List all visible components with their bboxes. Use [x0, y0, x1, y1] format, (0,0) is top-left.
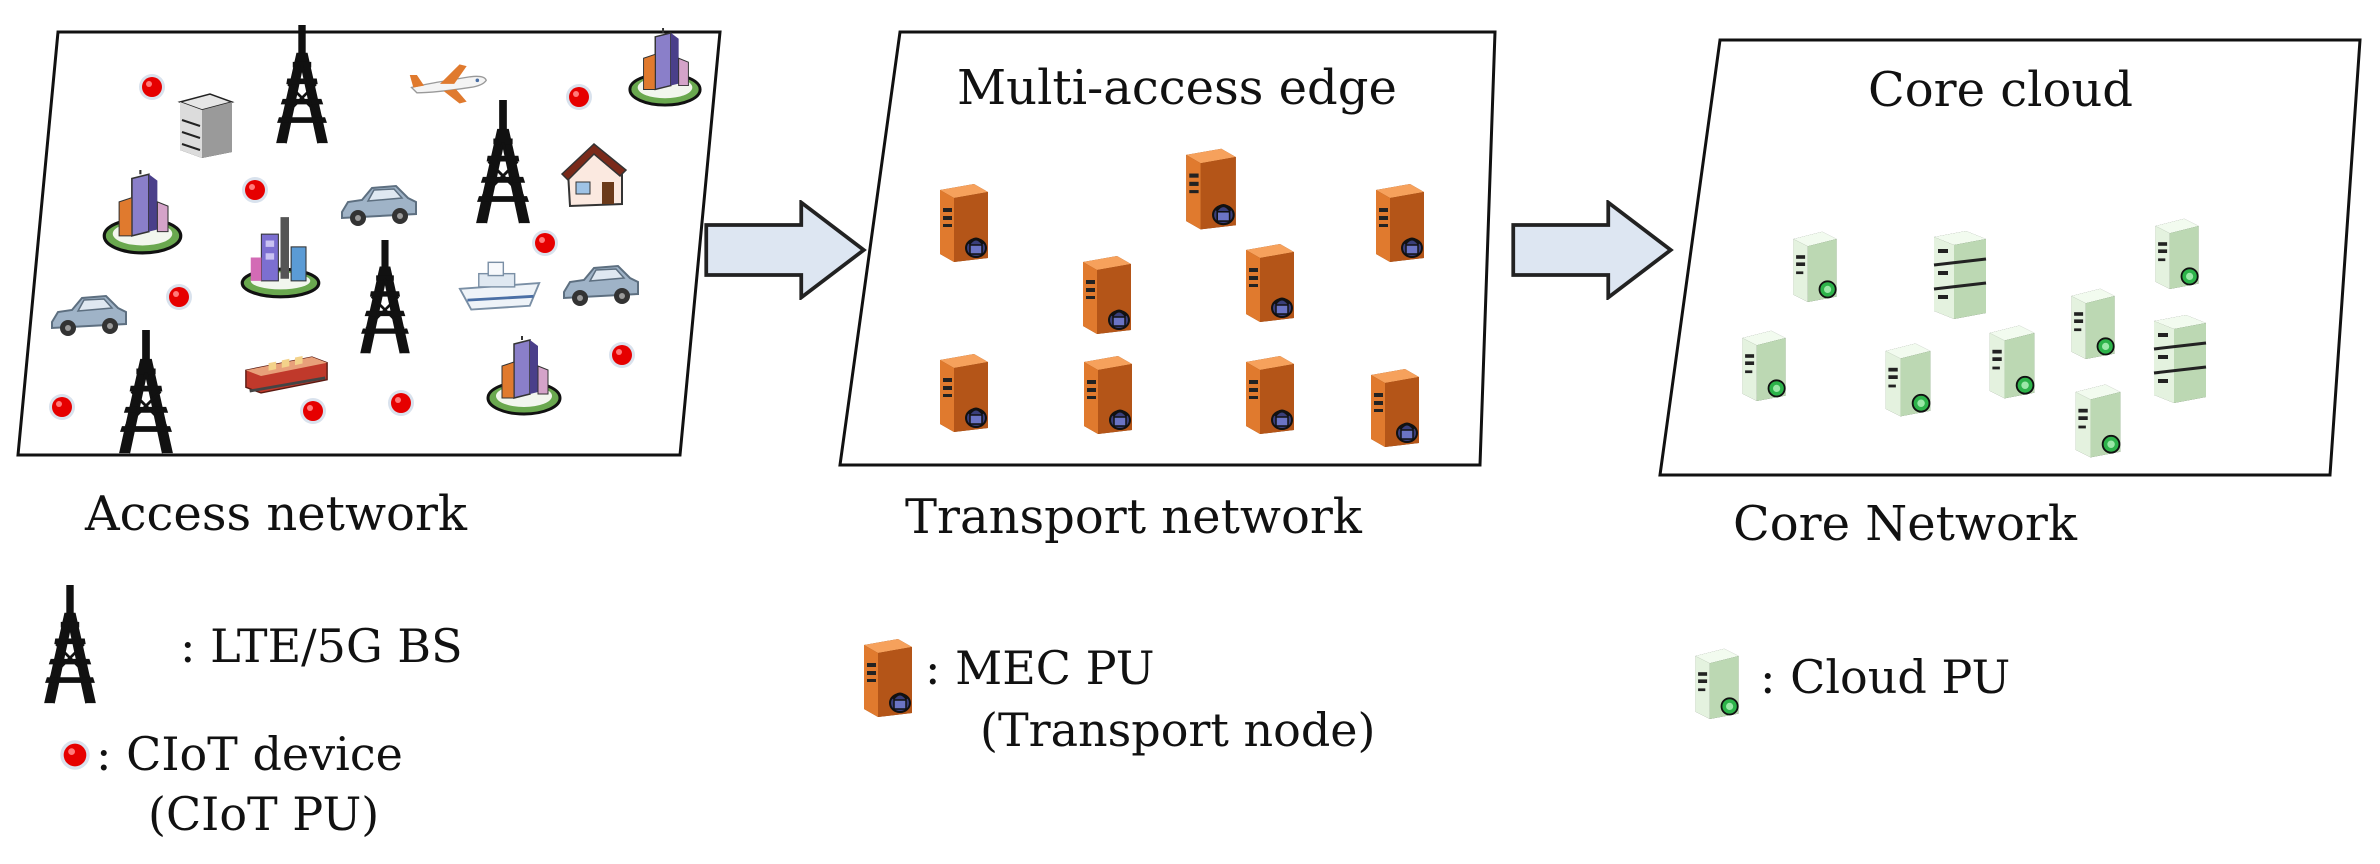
legend-bs-label: : LTE/5G BS	[180, 619, 463, 673]
red-dot-icon	[300, 398, 326, 424]
flow-arrow-icon	[1513, 203, 1671, 298]
orange-server-icon	[1082, 354, 1134, 436]
green-server-stack-icon	[1932, 229, 1988, 321]
router-box-icon	[179, 93, 233, 159]
red-dot-icon	[566, 84, 592, 110]
green-server-icon	[1741, 329, 1787, 402]
orange-server-icon	[1081, 254, 1133, 336]
orange-server-icon	[1244, 242, 1296, 324]
edge-panel: Multi-access edge	[838, 30, 1497, 467]
orange-server-icon	[862, 637, 914, 719]
cell-tower-icon	[42, 585, 98, 705]
green-server-icon	[2074, 383, 2122, 459]
red-dot-icon	[532, 230, 558, 256]
green-server-icon	[2070, 287, 2116, 360]
legend-ciot-label: : CIoT device	[96, 727, 403, 781]
red-dot-icon	[60, 740, 90, 770]
red-dot-icon	[166, 284, 192, 310]
red-dot-icon	[242, 177, 268, 203]
orange-server-icon	[1244, 354, 1296, 436]
orange-server-icon	[1184, 147, 1238, 231]
legend-mec-label: : MEC PU	[925, 641, 1155, 695]
green-server-icon	[1884, 342, 1932, 418]
legend-mec-sublabel: (Transport node)	[980, 703, 1375, 757]
green-server-stack-icon	[2152, 313, 2208, 405]
red-dot-icon	[388, 390, 414, 416]
legend-ciot-sublabel: (CIoT PU)	[148, 787, 379, 841]
access-network-caption: Access network	[84, 486, 468, 542]
red-dot-icon	[609, 342, 635, 368]
edge-panel-title: Multi-access edge	[957, 60, 1397, 116]
green-server-icon	[1988, 324, 2036, 400]
orange-server-icon	[1374, 182, 1426, 264]
orange-server-icon	[1369, 367, 1421, 449]
core-network-caption: Core Network	[1733, 496, 2078, 552]
red-dot-icon	[139, 74, 165, 100]
flow-arrow-icon	[706, 203, 864, 298]
green-server-icon	[1792, 230, 1838, 303]
edge-frame	[838, 30, 1497, 467]
orange-server-icon	[938, 182, 990, 264]
green-server-icon	[2154, 217, 2200, 290]
red-dot-icon	[49, 394, 75, 420]
core-cloud-panel: Core cloud	[1658, 38, 2362, 477]
transport-network-caption: Transport network	[905, 489, 1363, 545]
legend-cloud-label: : Cloud PU	[1760, 650, 2010, 704]
legend: : LTE/5G BS : CIoT device (CIoT PU) : ME…	[42, 585, 2010, 841]
green-server-icon	[1694, 647, 1740, 720]
core-cloud-title: Core cloud	[1868, 62, 2133, 118]
access-network-panel	[16, 25, 722, 457]
orange-server-icon	[938, 352, 990, 434]
